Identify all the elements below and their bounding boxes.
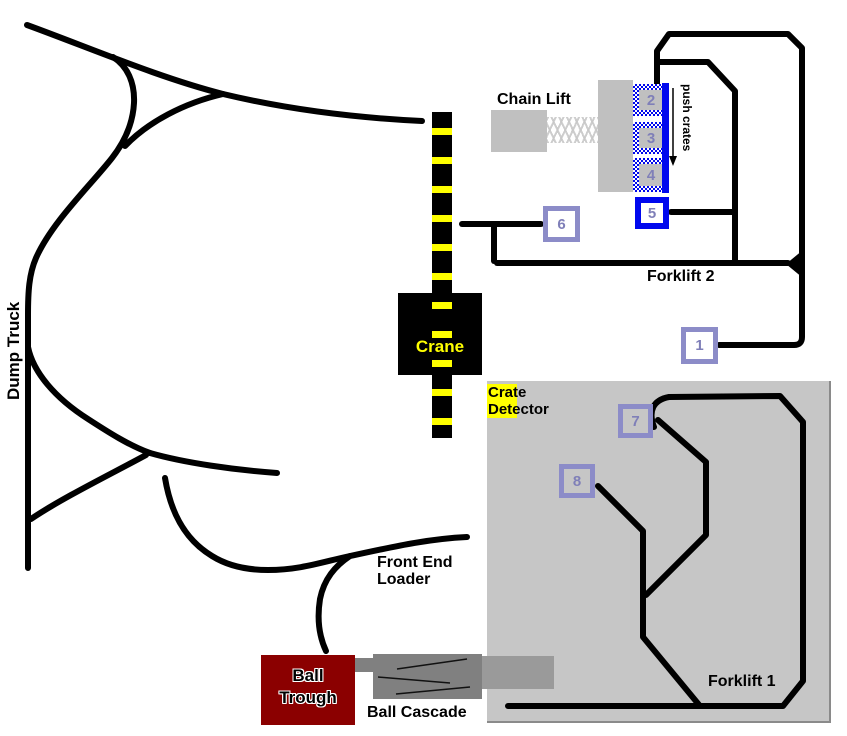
- push-crates-arrow-icon: [669, 88, 677, 166]
- station-6: 6: [543, 206, 580, 242]
- ball-trough-box: Ball Trough: [261, 655, 355, 725]
- track-forklift2-outer: [654, 31, 805, 348]
- track-wye-lower-leg: [122, 91, 226, 149]
- dump-truck-label: Dump Truck: [4, 301, 23, 400]
- cascade-ramps-icon: [377, 658, 471, 695]
- track-wye-left-leg: [25, 54, 138, 571]
- station-5-number: 5: [647, 204, 657, 222]
- forklift1-label: Forklift 1: [708, 673, 776, 690]
- front-end-loader-label: Front End Loader: [377, 554, 453, 588]
- track-main-arc: [24, 22, 425, 124]
- track-forklift2-inner: [654, 59, 738, 266]
- track-forklift1-inner-lower: [595, 483, 703, 709]
- crate-detector-labelgroup: Crate Detector: [487, 383, 587, 419]
- track-branch-e: [25, 344, 153, 456]
- chain-lift-label: Chain Lift: [497, 91, 571, 108]
- crane-mast: [432, 112, 452, 438]
- switch-wedge-icon: [786, 250, 803, 278]
- forklift2-label: Forklift 2: [647, 268, 715, 285]
- cascade-outfeed-bar: [482, 656, 554, 689]
- ball-trough-label: Ball Trough: [279, 666, 337, 707]
- push-crates-label: push crates: [680, 84, 694, 152]
- trough-connector-bar: [350, 658, 375, 672]
- track-forklift1-loop: [505, 393, 806, 709]
- track-loader-line: [162, 475, 470, 573]
- station-5: 5: [635, 197, 669, 229]
- ball-cascade-label: Ball Cascade: [367, 704, 467, 721]
- station-8-number: 8: [572, 472, 582, 490]
- station-4-number: 4: [646, 166, 656, 184]
- track-trough-branch: [315, 553, 353, 654]
- chain-lift-tower: [598, 80, 633, 192]
- crane-label: Crane: [415, 337, 465, 356]
- station-1-number: 1: [695, 337, 704, 354]
- chain-lift-motor-block: [491, 110, 547, 152]
- crate-detector-label: Crate Detector: [488, 384, 549, 418]
- station-6-number: 6: [557, 215, 566, 233]
- station-7-number: 7: [631, 412, 640, 430]
- track-forklift1-inner-upper: [643, 417, 709, 598]
- crate-detector-highlight: [487, 384, 517, 418]
- crate-rail-blue-bar: [662, 83, 669, 193]
- station-2-number: 2: [646, 91, 656, 109]
- track-stub-f: [147, 450, 280, 476]
- station-7: 7: [618, 404, 653, 438]
- station-1: 1: [681, 327, 718, 364]
- track-wye-g: [28, 452, 149, 522]
- station-8: 8: [559, 464, 595, 498]
- station-3-number: 3: [646, 129, 656, 147]
